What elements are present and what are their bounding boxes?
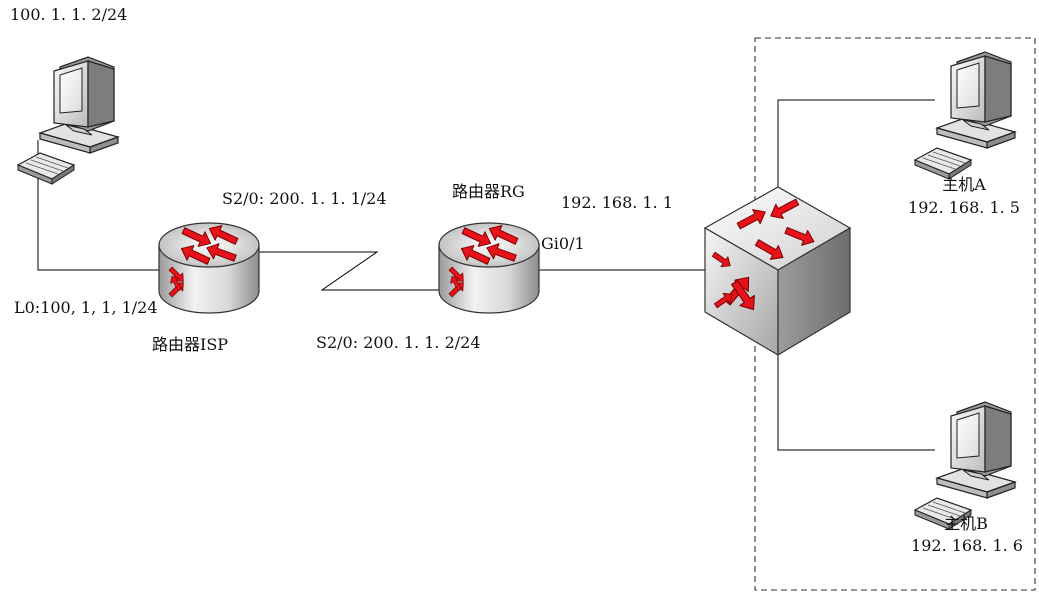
desktop-computer-icon bbox=[914, 401, 1016, 530]
router-rg-serial-label: S2/0: 200. 1. 1. 2/24 bbox=[316, 333, 481, 352]
connection-lines bbox=[37, 99, 935, 451]
multilayer-switch-icon bbox=[703, 186, 852, 357]
link-pc-to-router-isp bbox=[37, 140, 160, 271]
host-a-ip-label: 192. 168. 1. 5 bbox=[908, 198, 1020, 217]
lan-boundary bbox=[754, 37, 1036, 591]
desktop-computer-icon bbox=[914, 51, 1016, 180]
host-a-name-label: 主机A bbox=[942, 175, 986, 194]
router-rg-name-label: 路由器RG bbox=[452, 182, 525, 201]
host-b-ip-label: 192. 168. 1. 6 bbox=[911, 536, 1023, 555]
pc-top-left-ip-label: 100. 1. 1. 2/24 bbox=[10, 5, 128, 24]
serial-link-isp-to-rg bbox=[258, 251, 442, 291]
router-icon bbox=[159, 221, 259, 313]
desktop-computer-icon bbox=[17, 56, 119, 185]
router-icon bbox=[439, 221, 539, 313]
router-rg-gi-ip-label: 192. 168. 1. 1 bbox=[561, 193, 673, 212]
router-rg-gi-port-label: Gi0/1 bbox=[541, 234, 585, 253]
link-switch-to-host-a bbox=[777, 99, 935, 188]
router-isp-serial-label: S2/0: 200. 1. 1. 1/24 bbox=[222, 189, 387, 208]
link-switch-to-host-b bbox=[777, 355, 935, 451]
host-b-name-label: 主机B bbox=[944, 514, 988, 533]
router-isp-loopback-label: L0:100, 1, 1, 1/24 bbox=[14, 298, 158, 317]
router-isp-name-label: 路由器ISP bbox=[152, 335, 229, 354]
